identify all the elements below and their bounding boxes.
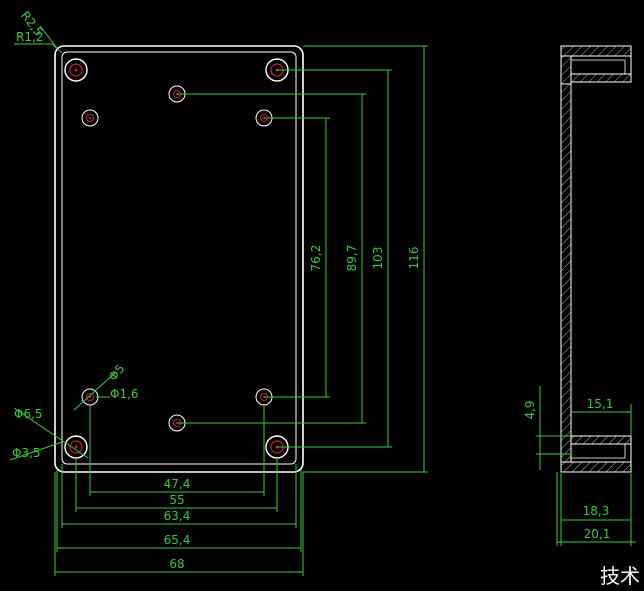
hole-d3-5-label: Φ3,5 <box>12 446 41 460</box>
watermark-text: 技术 <box>598 560 642 589</box>
side-dim-4-9: 4,9 <box>523 400 537 419</box>
hole-lower-left <box>81 388 99 406</box>
dim-89-7: 89,7 <box>345 245 359 272</box>
horizontal-dimensions: 47,4 55 63,4 65,4 68 <box>54 406 304 576</box>
radius-leaders: R2,5 R1,2 <box>14 9 63 54</box>
boss-top-left <box>64 58 88 82</box>
dim-103: 103 <box>371 247 385 270</box>
dim-63-4: 63,4 <box>164 509 191 523</box>
hole-d6-5-label: Φ6,5 <box>14 407 43 421</box>
dim-76-2: 76,2 <box>309 245 323 272</box>
hole-callouts: Φ5 Φ1,6 Φ6,5 Φ3,5 <box>9 362 139 461</box>
side-wall <box>560 83 572 463</box>
vertical-dimensions: 76,2 89,7 103 116 <box>177 45 428 473</box>
hole-d1-6-label: Φ1,6 <box>110 387 139 401</box>
dim-47-4: 47,4 <box>164 477 191 491</box>
dim-65-4: 65,4 <box>164 533 191 547</box>
inner-outline <box>61 51 297 465</box>
hole-d5-label: Φ5 <box>106 362 128 384</box>
side-dim-18-3: 18,3 <box>583 504 610 518</box>
side-view: 15,1 18,3 20,1 4,9 <box>523 45 636 546</box>
side-dim-15-1: 15,1 <box>587 397 614 411</box>
dim-68: 68 <box>169 557 184 571</box>
radius-inner-label: R1,2 <box>16 30 43 44</box>
dim-55: 55 <box>169 493 184 507</box>
front-view <box>54 45 304 473</box>
outer-outline <box>54 45 304 473</box>
hole-upper-left <box>81 109 99 127</box>
side-dim-20-1: 20,1 <box>584 527 611 541</box>
dim-116: 116 <box>407 247 421 270</box>
